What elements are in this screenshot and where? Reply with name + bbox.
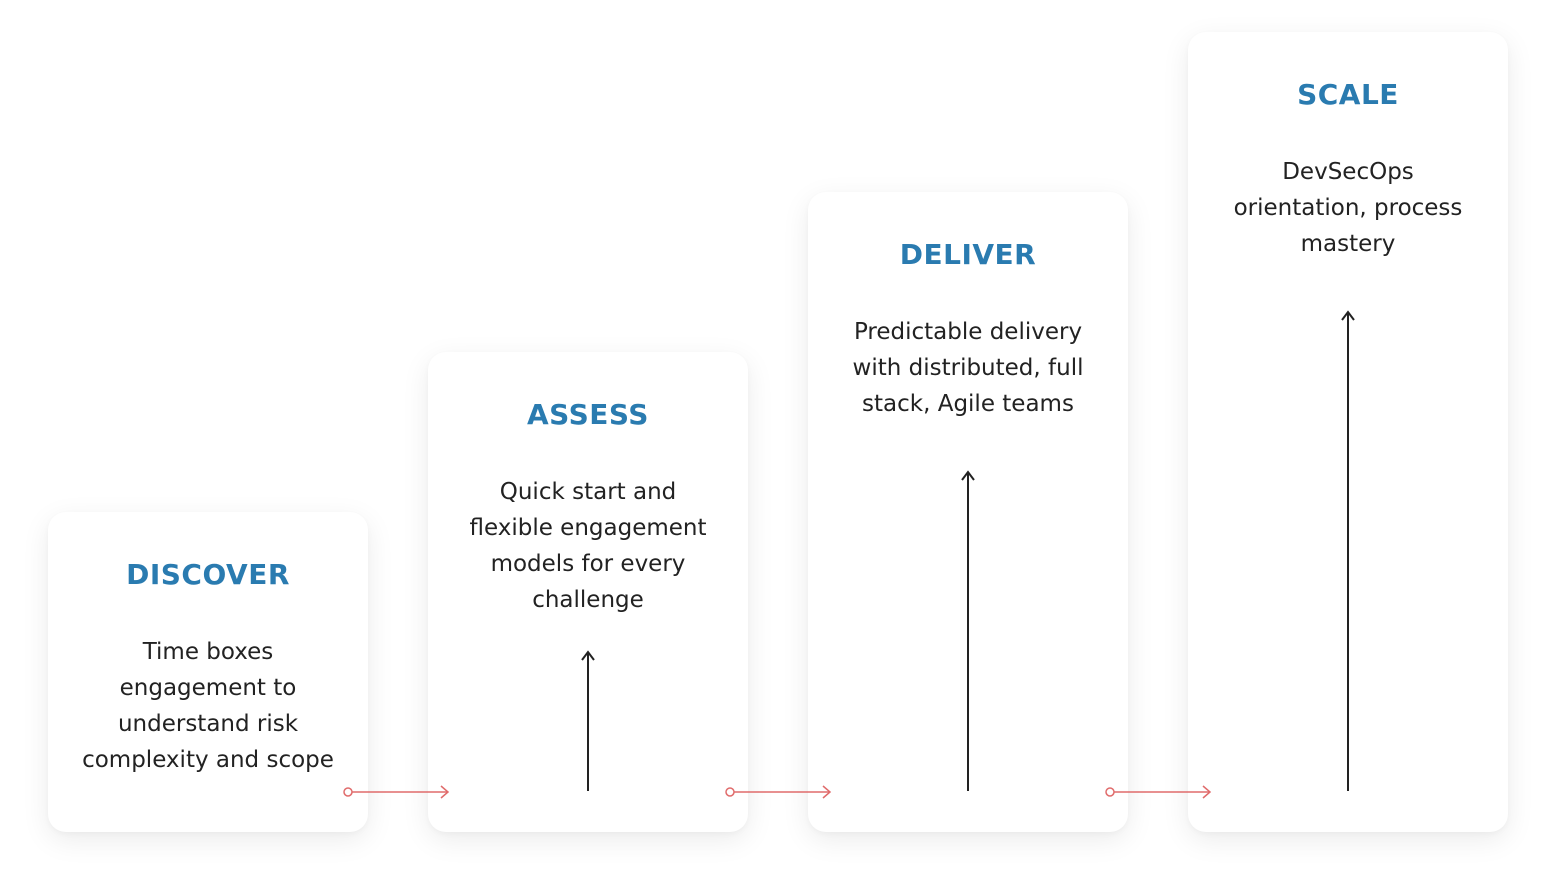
description-line: with distributed, full — [852, 355, 1084, 381]
stage-title: ASSESS — [527, 398, 649, 431]
description-line: understand risk — [117, 711, 299, 737]
description-line: Predictable delivery — [853, 319, 1083, 345]
description-line: stack, Agile teams — [862, 391, 1074, 417]
stage-title: DISCOVER — [126, 558, 290, 591]
description-line: mastery — [1300, 231, 1396, 257]
stage-description: Time boxes engagement to understand risk… — [78, 634, 338, 778]
description-line: engagement to — [119, 675, 297, 701]
description-line: Quick start and — [499, 479, 677, 505]
description-line: models for every — [490, 551, 686, 577]
stage-description: DevSecOps orientation, process mastery — [1218, 154, 1478, 262]
stage-title: SCALE — [1297, 78, 1399, 111]
description-line: challenge — [532, 587, 644, 613]
description-line: DevSecOps — [1282, 159, 1414, 185]
stage-title: DELIVER — [899, 238, 1037, 271]
stage-card-assess: ASSESS Quick start and flexible engageme… — [428, 352, 748, 832]
description-line: complexity and scope — [82, 747, 334, 773]
stage-card-deliver: DELIVER Predictable delivery with distri… — [808, 192, 1128, 832]
description-line: flexible engagement — [469, 515, 707, 541]
description-line: Time boxes — [142, 639, 274, 665]
description-line: orientation, process — [1233, 195, 1463, 221]
stage-description: Quick start and flexible engagement mode… — [468, 474, 708, 618]
stage-description: Predictable delivery with distributed, f… — [838, 314, 1098, 422]
stage-card-scale: SCALE DevSecOps orientation, process mas… — [1188, 32, 1508, 832]
stage-card-discover: DISCOVER Time boxes engagement to unders… — [48, 512, 368, 832]
